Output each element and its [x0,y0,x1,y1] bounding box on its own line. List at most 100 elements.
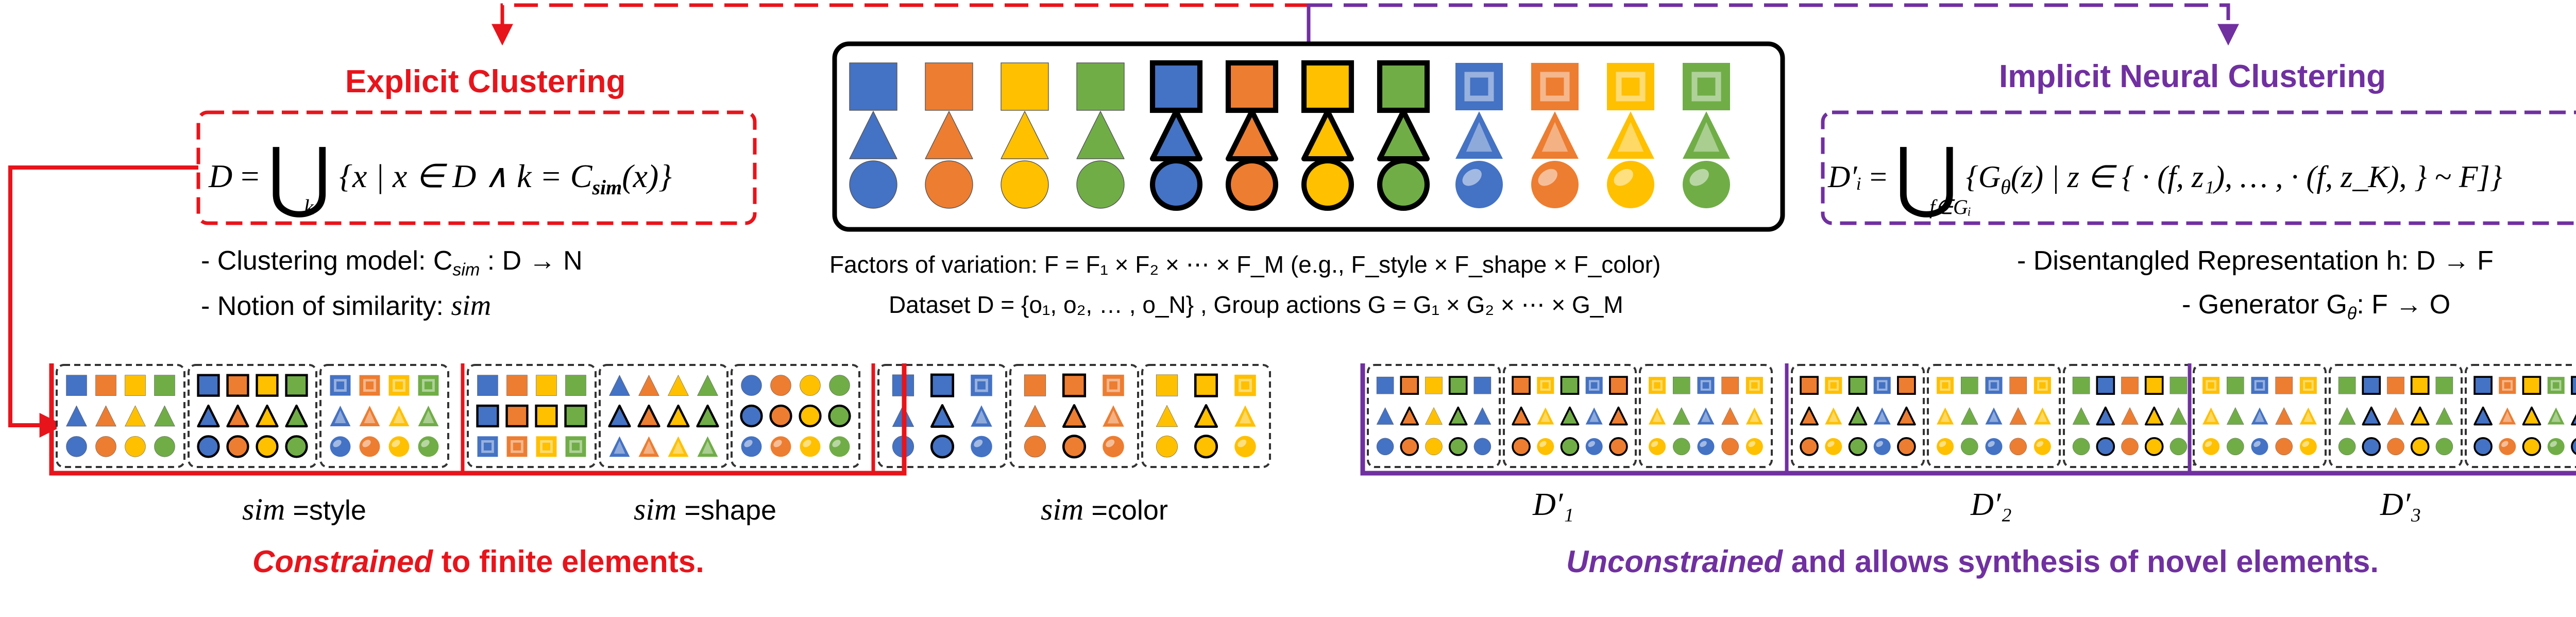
orange-square-icon [226,374,249,397]
yellow-circle-icon [1649,438,1666,455]
orange-triangle-icon [1800,406,1819,426]
green-square-icon [154,375,175,396]
yellow-square-icon [1825,377,1842,394]
orange-square-icon [1225,60,1279,113]
green-triangle-icon [696,404,719,428]
green-square-icon [2547,377,2565,394]
green-triangle-icon [1673,407,1690,425]
blue-square-icon [1697,377,1715,394]
implicit-clustering-title: Implicit Neural Clustering [1999,59,2386,94]
implicit-equation-box [1821,110,2576,225]
orange-circle-icon [1024,436,1046,458]
orange-square-icon [2499,377,2516,394]
blue-square-icon [1473,376,1492,394]
blue-square-icon [477,436,498,457]
orange-triangle-icon [1721,407,1739,425]
green-square-icon [2227,376,2244,394]
yellow-square-icon [535,404,558,428]
yellow-circle-icon [2144,437,2164,456]
factors-of-variation-text: Factors of variation: F = F₁ × F₂ × ⋯ × … [829,251,1661,278]
blue-circle-icon [930,435,955,459]
yellow-circle-icon [2410,437,2430,456]
yellow-circle-icon [2522,437,2541,456]
yellow-square-icon [536,375,557,396]
yellow-square-icon [2033,377,2051,394]
blue-triangle-icon [1697,407,1715,425]
blue-circle-icon [741,436,762,457]
explicit-style-cluster-2 [188,364,317,468]
explicit-clustering-title: Explicit Clustering [345,64,626,99]
yellow-square-icon [2144,376,2164,395]
yellow-circle-icon [799,404,822,428]
orange-circle-icon [1800,437,1819,456]
blue-square-icon [2362,376,2381,395]
explicit-bracket [49,363,907,476]
blue-square-icon [2251,377,2268,394]
orange-square-icon [1800,376,1819,395]
orange-circle-icon [2275,438,2293,456]
yellow-square-icon [1537,377,1554,394]
blue-triangle-icon [2362,406,2381,426]
green-triangle-icon [2072,407,2090,425]
top-red-dashed-connector [492,3,1309,46]
blue-square-icon [476,404,499,428]
orange-circle-icon [226,435,249,458]
yellow-circle-icon [1301,158,1354,211]
orange-square-icon [506,375,528,396]
orange-square-icon [1512,376,1531,395]
blue-triangle-icon [971,405,992,427]
orange-circle-icon [925,160,973,209]
implicit-set-0-cluster-1 [1367,364,1501,468]
yellow-triangle-icon [1001,111,1049,159]
yellow-triangle-icon [2522,406,2541,426]
implicit-bracket [1360,363,2576,476]
blue-circle-icon [1873,438,1891,455]
orange-square-icon [925,62,973,111]
yellow-square-icon [1301,60,1354,113]
implicit-set-0-cluster-2 [1503,364,1637,468]
blue-square-icon [2096,376,2115,395]
orange-circle-icon [1721,438,1739,456]
explicit-shape-cluster-2 [599,364,728,468]
explicit-equation-box [196,110,757,225]
blue-square-icon [330,375,351,396]
orange-triangle-icon [1024,405,1046,427]
implicit-bullet-generator: - Generator Gθ: F → O [2182,290,2451,324]
green-triangle-icon [2170,407,2188,425]
implicit-set-2-cluster-3 [2465,364,2576,468]
blue-square-icon [1873,377,1891,394]
yellow-triangle-icon [1425,407,1443,425]
blue-circle-icon [2571,438,2576,455]
blue-triangle-icon [2251,407,2268,425]
blue-square-icon [930,373,955,397]
explicit-bullet-model: - Clustering model: Csim : D → N [201,246,583,280]
yellow-triangle-icon [2299,407,2317,425]
green-triangle-icon [2338,407,2356,425]
yellow-triangle-icon [1825,407,1842,425]
orange-circle-icon [1897,437,1916,456]
blue-triangle-icon [849,111,897,159]
yellow-square-icon [536,436,557,457]
blue-circle-icon [1585,438,1603,455]
label-sim-style: sim =style [242,492,366,526]
blue-square-icon [1455,63,1503,110]
orange-square-icon [1062,373,1087,397]
green-triangle-icon [1683,111,1730,159]
green-triangle-icon [1961,407,1978,425]
orange-triangle-icon [2387,407,2404,425]
implicit-set-1-cluster-1 [1791,364,1925,468]
explicit-union-index: k [304,196,314,220]
orange-circle-icon [1103,436,1124,458]
yellow-square-icon [2410,376,2430,395]
orange-circle-icon [2121,438,2139,456]
blue-square-icon [1376,376,1394,394]
yellow-circle-icon [800,436,821,457]
yellow-circle-icon [256,435,279,458]
green-circle-icon [1377,158,1430,211]
implicit-set-2-cluster-1 [2193,364,2327,468]
blue-triangle-icon [609,436,630,457]
implicit-union-index: f∈Gᵢ [1929,195,1972,219]
green-triangle-icon [2547,407,2565,425]
orange-circle-icon [2499,438,2516,455]
green-triangle-icon [1076,111,1125,159]
